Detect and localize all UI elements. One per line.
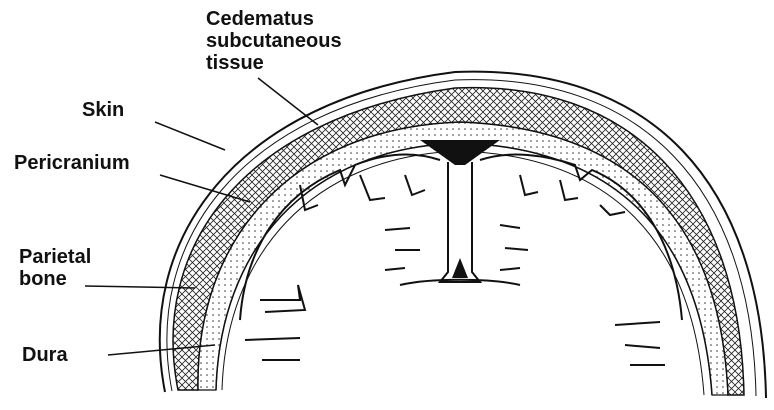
parietal-bone-label: Parietal bone — [19, 246, 91, 290]
dura-label: Dura — [22, 344, 68, 366]
skin-label: Skin — [82, 99, 125, 121]
pericranium-leader-line — [159, 174, 251, 203]
oedema-label-line-1: Cedematus — [206, 8, 314, 30]
parietal-label-line-1: Parietal — [19, 246, 92, 268]
falx-cerebri — [437, 162, 483, 283]
oedema-label-line-2: subcutaneous — [206, 30, 342, 52]
oedema-label: Cedematus subcutaneous tissue — [206, 8, 342, 74]
oedema-leader-line — [257, 77, 319, 126]
falx-triangle — [452, 258, 468, 278]
skin-inner-line — [166, 79, 757, 397]
parietal-leader-line — [84, 285, 196, 289]
falx-base — [399, 278, 521, 286]
right-hemisphere-gyri — [479, 153, 683, 366]
sagittal-sinus — [420, 140, 500, 165]
oedema-label-line-3: tissue — [206, 52, 264, 74]
dura-leader-line — [107, 344, 216, 356]
left-hemisphere-gyri — [239, 153, 441, 361]
skin-layer — [158, 70, 767, 399]
parietal-label-line-2: bone — [19, 268, 67, 290]
pericranium-label: Pericranium — [14, 152, 130, 174]
skin-leader-line — [154, 121, 226, 151]
